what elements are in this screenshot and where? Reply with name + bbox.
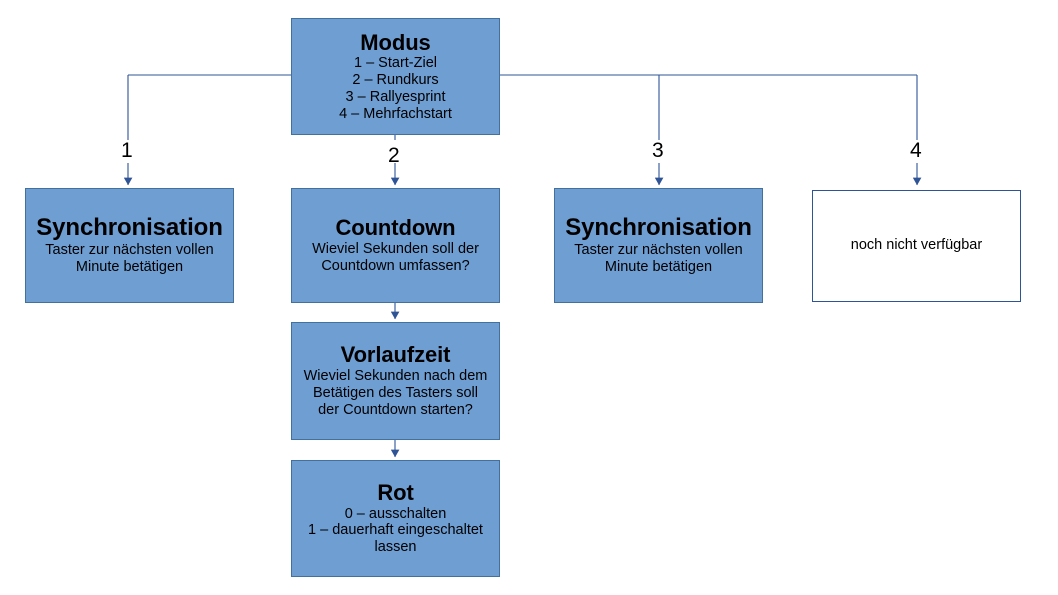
branch-label-2: 2: [388, 144, 400, 167]
node-not-available[interactable]: noch nicht verfügbar: [812, 190, 1021, 302]
node-synchronisation-left-title: Synchronisation: [36, 214, 223, 242]
node-rot-line-3: lassen: [374, 539, 417, 556]
node-vorlaufzeit-title: Vorlaufzeit: [340, 342, 451, 368]
node-vorlaufzeit-line-1: Wieviel Sekunden nach dem: [303, 368, 488, 385]
node-countdown-title: Countdown: [335, 215, 456, 241]
node-synchronisation-right-line-1: Taster zur nächsten vollen: [574, 242, 743, 259]
node-vorlaufzeit-line-3: der Countdown starten?: [318, 401, 473, 418]
node-synchronisation-right-title: Synchronisation: [565, 214, 752, 242]
node-modus[interactable]: Modus 1 – Start-Ziel 2 – Rundkurs 3 – Ra…: [291, 18, 500, 135]
node-countdown-line-1: Wieviel Sekunden soll der: [312, 241, 479, 258]
branch-label-4: 4: [910, 139, 922, 162]
branch-label-3: 3: [652, 139, 664, 162]
node-synchronisation-left-line-1: Taster zur nächsten vollen: [45, 242, 214, 259]
node-synchronisation-right[interactable]: Synchronisation Taster zur nächsten voll…: [554, 188, 763, 303]
node-modus-line-1: 1 – Start-Ziel: [354, 55, 437, 72]
node-modus-title: Modus: [360, 29, 431, 55]
node-rot[interactable]: Rot 0 – ausschalten 1 – dauerhaft einges…: [291, 460, 500, 577]
node-rot-title: Rot: [377, 479, 414, 505]
node-modus-line-4: 4 – Mehrfachstart: [339, 105, 452, 122]
node-countdown[interactable]: Countdown Wieviel Sekunden soll der Coun…: [291, 188, 500, 303]
node-synchronisation-left-line-2: Minute betätigen: [75, 258, 184, 275]
node-synchronisation-left[interactable]: Synchronisation Taster zur nächsten voll…: [25, 188, 234, 303]
node-rot-line-1: 0 – ausschalten: [344, 505, 447, 522]
node-modus-line-2: 2 – Rundkurs: [352, 72, 439, 89]
node-modus-line-3: 3 – Rallyesprint: [345, 88, 446, 105]
branch-label-1: 1: [121, 139, 133, 162]
node-not-available-text: noch nicht verfügbar: [850, 237, 983, 254]
node-vorlaufzeit-line-2: Betätigen des Tasters soll: [313, 384, 478, 401]
node-vorlaufzeit[interactable]: Vorlaufzeit Wieviel Sekunden nach dem Be…: [291, 322, 500, 440]
node-synchronisation-right-line-2: Minute betätigen: [604, 258, 713, 275]
node-countdown-line-2: Countdown umfassen?: [321, 257, 470, 274]
node-rot-line-2: 1 – dauerhaft eingeschaltet: [308, 522, 483, 539]
